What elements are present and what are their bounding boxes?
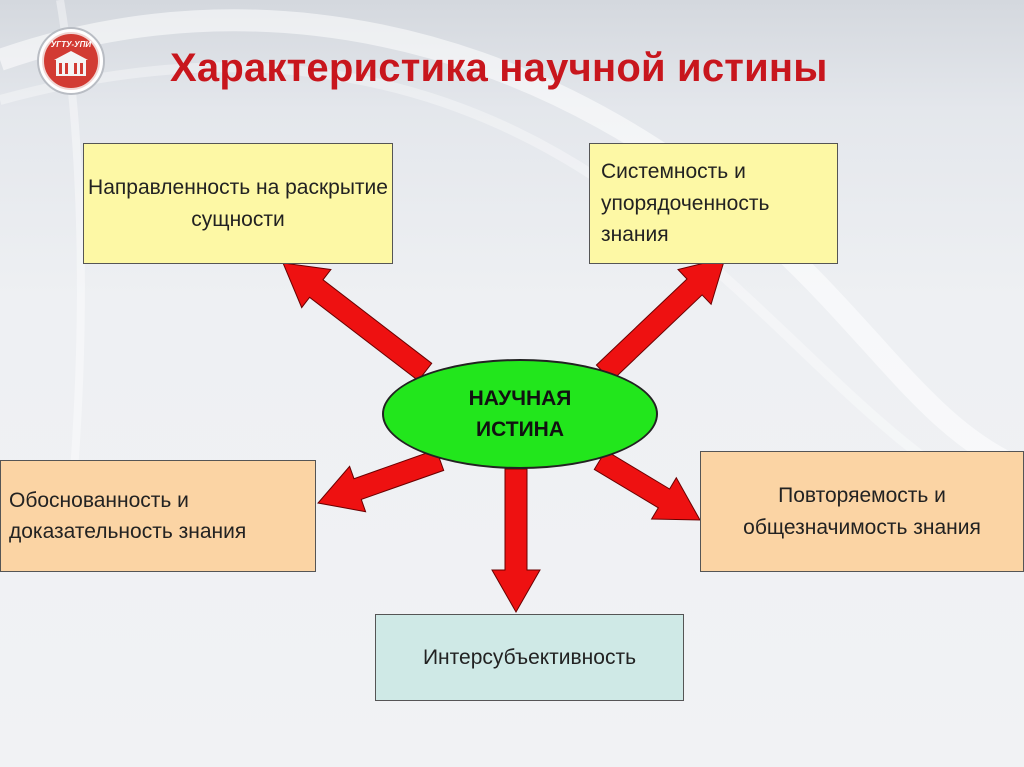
university-logo: УГТУ-УПИ [37, 27, 105, 95]
center-node-scientific-truth: НАУЧНАЯ ИСТИНА [382, 359, 658, 469]
arrow-to-top-right [595, 257, 726, 382]
arrow-to-top-left [282, 262, 433, 382]
center-label: НАУЧНАЯ ИСТИНА [468, 386, 572, 442]
arrow-to-bottom [491, 468, 541, 614]
node-text: Обоснованность и доказательность знания [9, 488, 247, 544]
arrow-to-middle-right [593, 449, 701, 521]
logo-text: УГТУ-УПИ [51, 40, 91, 49]
node-repeatability-universality: Повторяемость и общезначимость знания [700, 451, 1024, 572]
node-intersubjectivity: Интерсубъективность [375, 614, 684, 701]
node-text: Системность и упорядоченность знания [601, 160, 770, 247]
node-text: Повторяемость и общезначимость знания [743, 484, 981, 539]
slide-title: Характеристика научной истины [170, 46, 828, 90]
node-systematic-knowledge: Системность и упорядоченность знания [589, 143, 838, 264]
node-text: Направленность на раскрытие сущности [88, 176, 388, 231]
node-text: Интерсубъективность [422, 645, 637, 669]
node-validity-provability: Обоснованность и доказательность знания [0, 460, 316, 572]
university-building-icon [54, 51, 88, 76]
arrow-to-middle-left [317, 448, 445, 513]
node-direction-to-essence: Направленность на раскрытие сущности [83, 143, 393, 264]
